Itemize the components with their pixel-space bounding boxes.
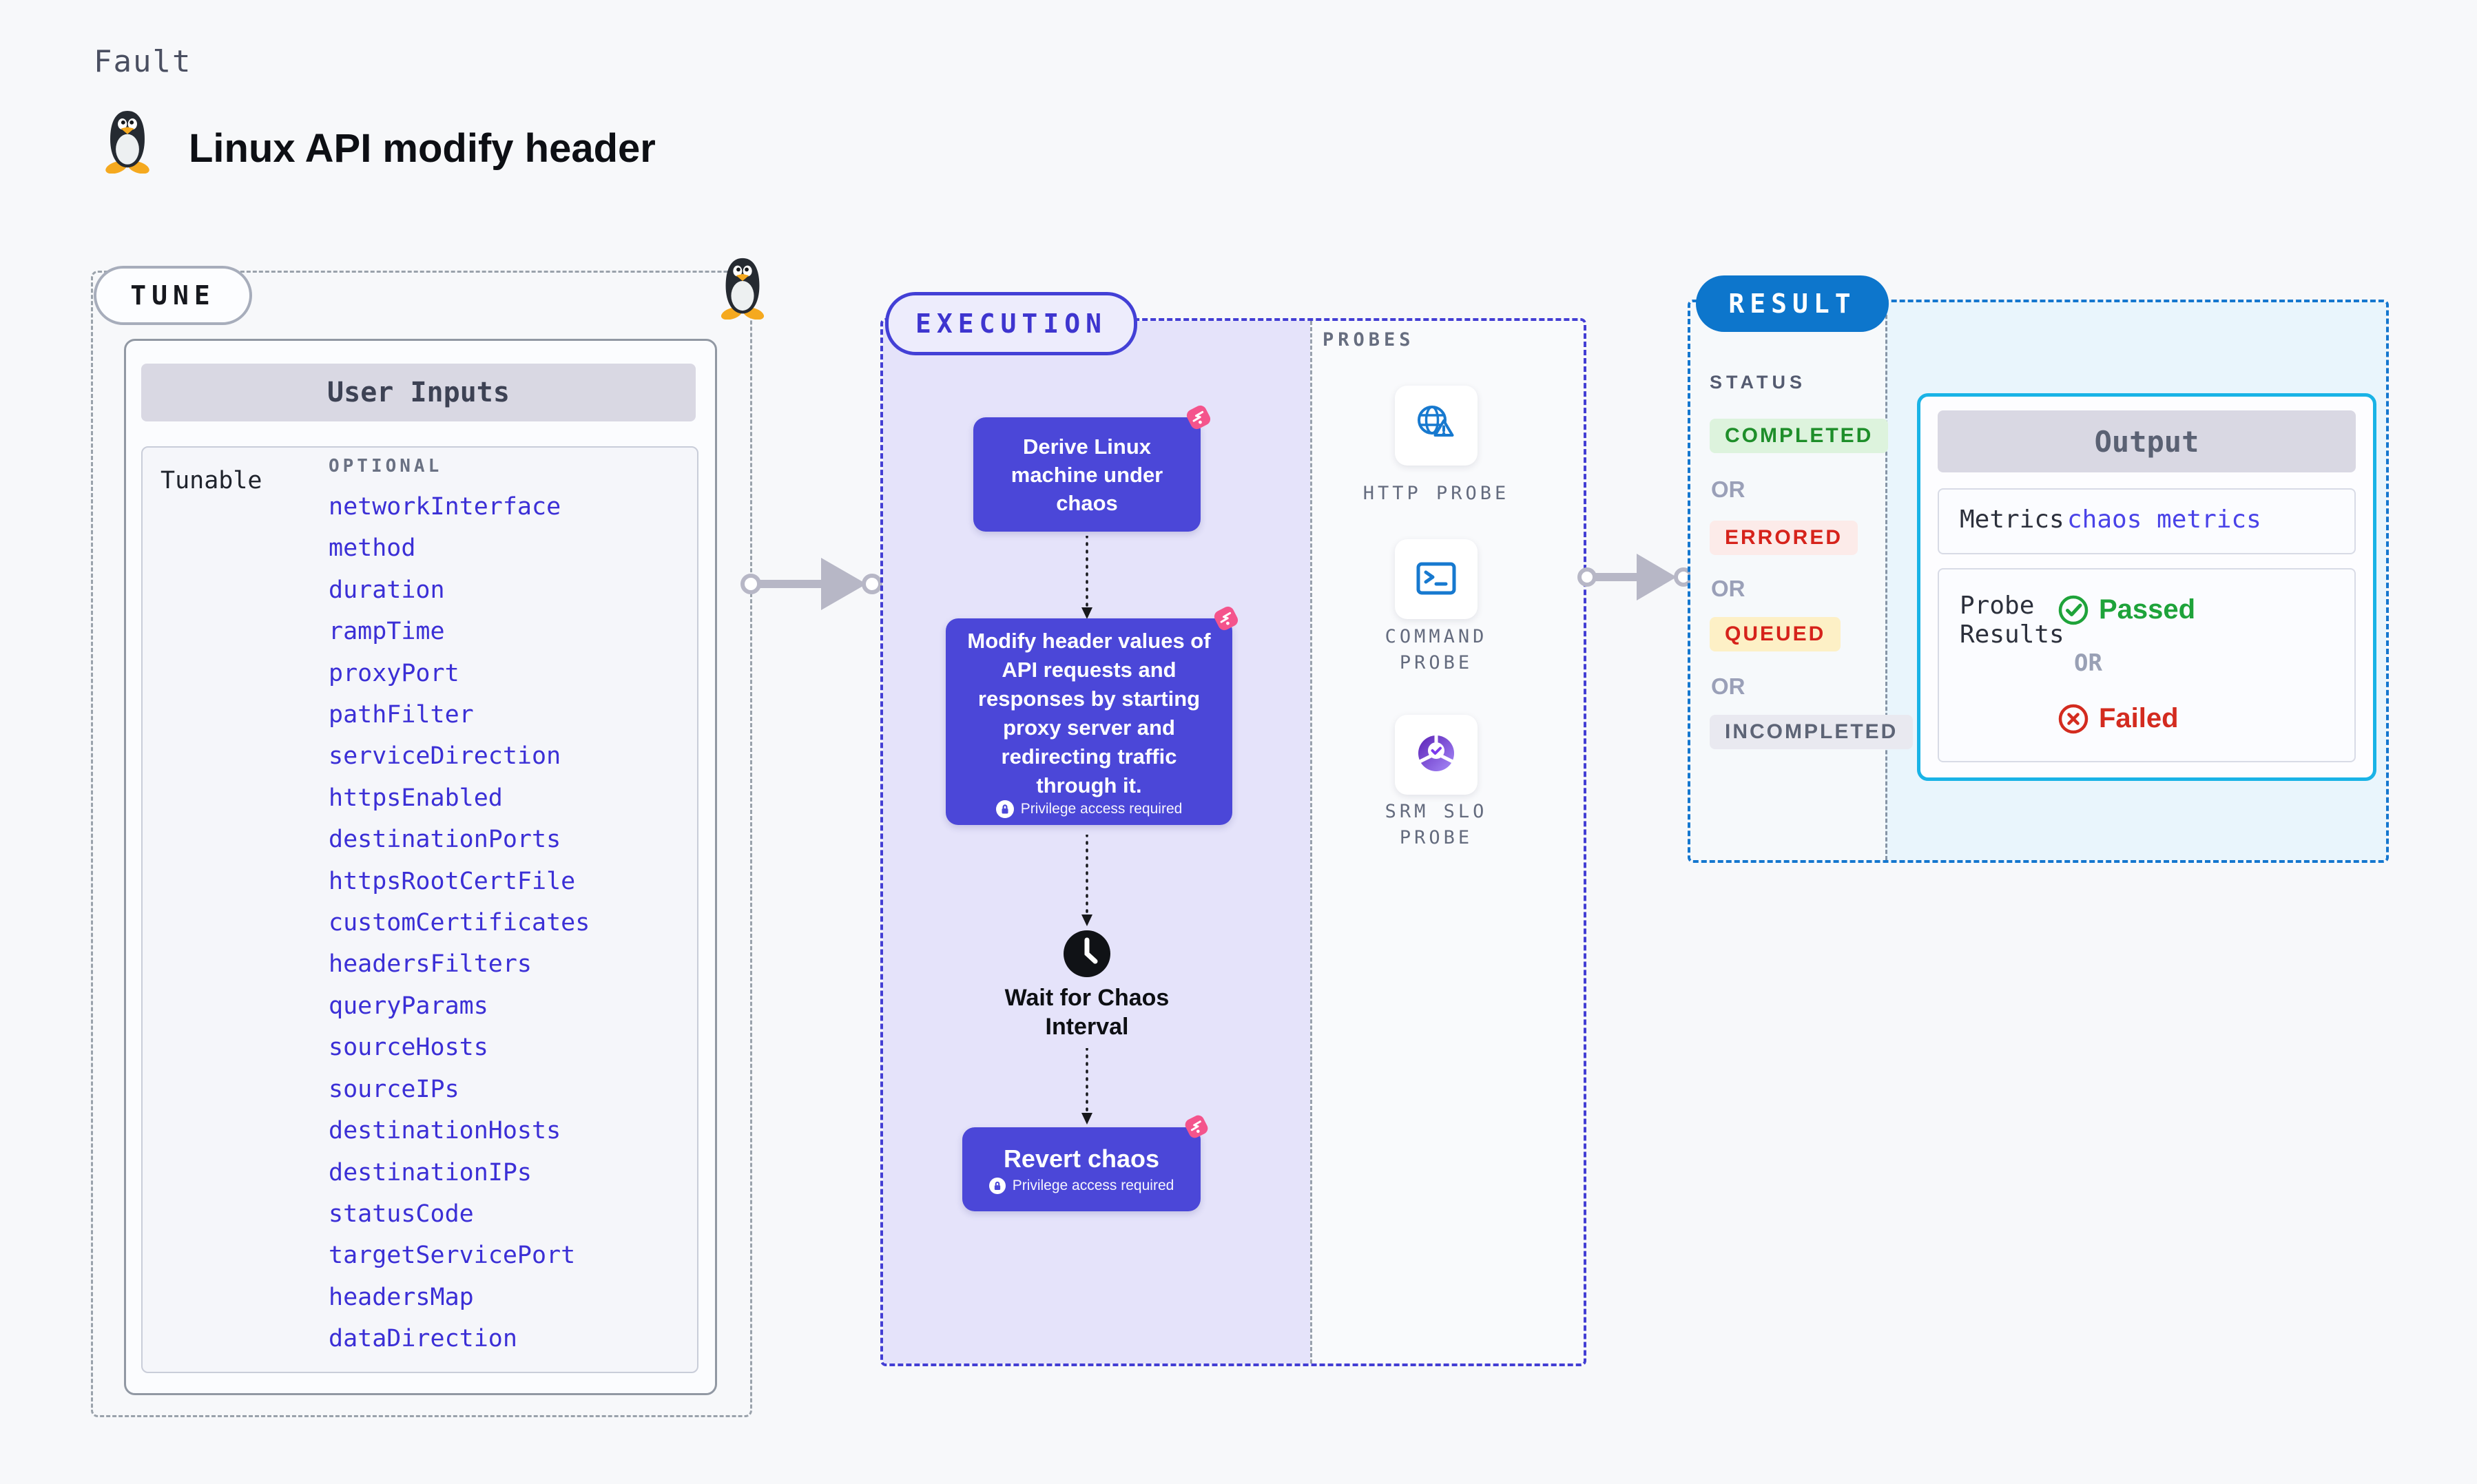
result-status-panel bbox=[1690, 302, 1885, 860]
wait-for-chaos-label: Wait for Chaos Interval bbox=[1004, 985, 1170, 1040]
x-circle-icon bbox=[2058, 703, 2089, 735]
tunable-link[interactable]: sourceHosts bbox=[329, 1034, 488, 1062]
revert-chaos-step: Revert chaos Privilege access required bbox=[962, 1127, 1201, 1211]
tunable-link[interactable]: dataDirection bbox=[329, 1325, 517, 1353]
tunable-link[interactable]: destinationIPs bbox=[329, 1158, 532, 1187]
tunable-link[interactable]: pathFilter bbox=[329, 701, 474, 729]
page-title: Linux API modify header bbox=[189, 126, 656, 171]
or-separator: OR bbox=[1711, 477, 1745, 502]
privilege-note: Privilege access required bbox=[1020, 801, 1183, 817]
tunable-link[interactable]: targetServicePort bbox=[329, 1242, 576, 1270]
revert-chaos-text: Revert chaos bbox=[1003, 1145, 1160, 1173]
tunable-link[interactable]: sourceIPs bbox=[329, 1075, 459, 1103]
chaos-flask-icon bbox=[1210, 602, 1243, 635]
probes-panel bbox=[1310, 321, 1584, 1363]
terminal-icon bbox=[1411, 554, 1461, 604]
http-probe-label: HTTP PROBE bbox=[1362, 483, 1510, 504]
tunable-column-label: Tunable bbox=[160, 467, 262, 494]
privilege-note: Privilege access required bbox=[1012, 1178, 1174, 1193]
metrics-label: Metrics bbox=[1960, 505, 2064, 534]
output-card: Output Metrics chaos metrics Probe Resul… bbox=[1917, 393, 2376, 781]
lock-icon bbox=[988, 1178, 1006, 1194]
execution-section-label: EXECUTION bbox=[885, 292, 1137, 355]
output-card-header: Output bbox=[1938, 410, 2356, 472]
command-probe-label: COMMAND PROBE bbox=[1385, 626, 1488, 673]
or-separator: OR bbox=[1711, 576, 1745, 601]
penguin-icon bbox=[101, 109, 154, 174]
status-badge-completed: COMPLETED bbox=[1710, 419, 1889, 453]
penguin-icon bbox=[716, 256, 769, 320]
tunable-link[interactable]: destinationPorts bbox=[329, 826, 561, 854]
tunable-link[interactable]: httpsEnabled bbox=[329, 784, 503, 812]
slo-donut-icon bbox=[1411, 730, 1461, 780]
chaos-flask-icon bbox=[1182, 401, 1215, 434]
globe-warning-icon bbox=[1411, 401, 1461, 450]
srm-slo-probe-card bbox=[1395, 715, 1478, 795]
tunable-link[interactable]: rampTime bbox=[329, 618, 445, 646]
tunable-link[interactable]: destinationHosts bbox=[329, 1117, 561, 1145]
tunable-link[interactable]: method bbox=[329, 534, 416, 563]
flow-connector-arrow bbox=[1079, 835, 1095, 927]
tunables-list-panel bbox=[141, 446, 698, 1373]
lock-icon bbox=[995, 800, 1014, 818]
derive-machine-text: Derive Linux machine under chaos bbox=[1011, 434, 1163, 515]
status-badge-incompleted: INCOMPLETED bbox=[1710, 715, 1914, 749]
optional-column-label: OPTIONAL bbox=[329, 456, 443, 477]
or-separator: OR bbox=[2074, 649, 2102, 677]
result-section-label: RESULT bbox=[1696, 275, 1889, 332]
srm-slo-probe-label: SRM SLO PROBE bbox=[1385, 801, 1488, 848]
status-column-label: STATUS bbox=[1710, 372, 1806, 393]
tunable-link[interactable]: headersMap bbox=[329, 1283, 474, 1311]
flow-connector-arrow bbox=[1079, 536, 1095, 620]
tunable-link[interactable]: proxyPort bbox=[329, 659, 459, 687]
probes-column-label: PROBES bbox=[1323, 329, 1415, 351]
fault-kicker: Fault bbox=[94, 44, 192, 79]
tunable-link[interactable]: customCertificates bbox=[329, 909, 590, 937]
tunables-list: networkInterface method duration rampTim… bbox=[329, 486, 701, 1360]
chaos-flask-icon bbox=[1181, 1111, 1212, 1142]
probe-results-row: Probe Results Passed OR Failed bbox=[1938, 568, 2356, 762]
tune-to-execution-arrow bbox=[730, 551, 889, 617]
status-badge-errored: ERRORED bbox=[1710, 521, 1858, 555]
tunable-link[interactable]: statusCode bbox=[329, 1200, 474, 1228]
chaos-metrics-link[interactable]: chaos metrics bbox=[2067, 505, 2261, 534]
modify-header-step: Modify header values of API requests and… bbox=[946, 618, 1232, 825]
flow-connector-arrow bbox=[1079, 1048, 1095, 1125]
tunable-link[interactable]: headersFilters bbox=[329, 950, 532, 979]
modify-header-text: Modify header values of API requests and… bbox=[967, 629, 1211, 797]
tune-section-label: TUNE bbox=[94, 266, 252, 325]
tunable-link[interactable]: queryParams bbox=[329, 992, 488, 1020]
metrics-row: Metrics chaos metrics bbox=[1938, 488, 2356, 554]
command-probe-card bbox=[1395, 539, 1478, 619]
http-probe-card bbox=[1395, 386, 1478, 466]
tunable-link[interactable]: duration bbox=[329, 576, 445, 604]
execution-to-result-arrow bbox=[1572, 544, 1696, 610]
clock-icon bbox=[1062, 929, 1112, 979]
check-circle-icon bbox=[2058, 594, 2089, 626]
status-badge-queued: QUEUED bbox=[1710, 617, 1841, 651]
tune-section-box bbox=[91, 271, 752, 1417]
failed-label: Failed bbox=[2099, 703, 2179, 733]
tunable-link[interactable]: serviceDirection bbox=[329, 742, 561, 771]
user-inputs-header: User Inputs bbox=[141, 364, 696, 421]
tunable-link[interactable]: httpsRootCertFile bbox=[329, 867, 576, 895]
passed-label: Passed bbox=[2099, 594, 2196, 625]
derive-machine-step: Derive Linux machine under chaos bbox=[973, 417, 1201, 532]
probe-results-label: Probe Results bbox=[1960, 592, 2064, 649]
tunable-link[interactable]: networkInterface bbox=[329, 493, 561, 521]
or-separator: OR bbox=[1711, 673, 1745, 699]
